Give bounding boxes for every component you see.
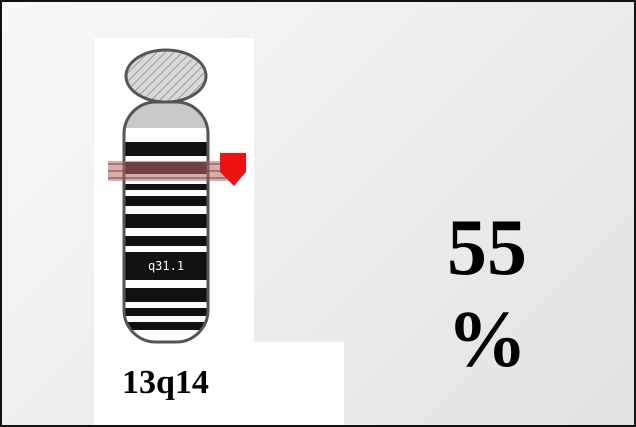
q-arm-outline [122, 100, 210, 344]
p-arm-satellite [124, 48, 208, 104]
percentage-value: 55 [447, 204, 527, 292]
deletion-highlight [108, 161, 232, 181]
percentage-block: 55 % [417, 202, 557, 386]
locus-marker-icon [220, 153, 246, 186]
band-label: q31.1 [148, 259, 184, 273]
locus-label: 13q14 [122, 364, 209, 401]
q-arm-bands [124, 102, 208, 342]
label-panel [94, 342, 344, 425]
percentage-symbol: % [447, 296, 527, 384]
chromosome-ideogram: q31.1 [108, 48, 246, 344]
